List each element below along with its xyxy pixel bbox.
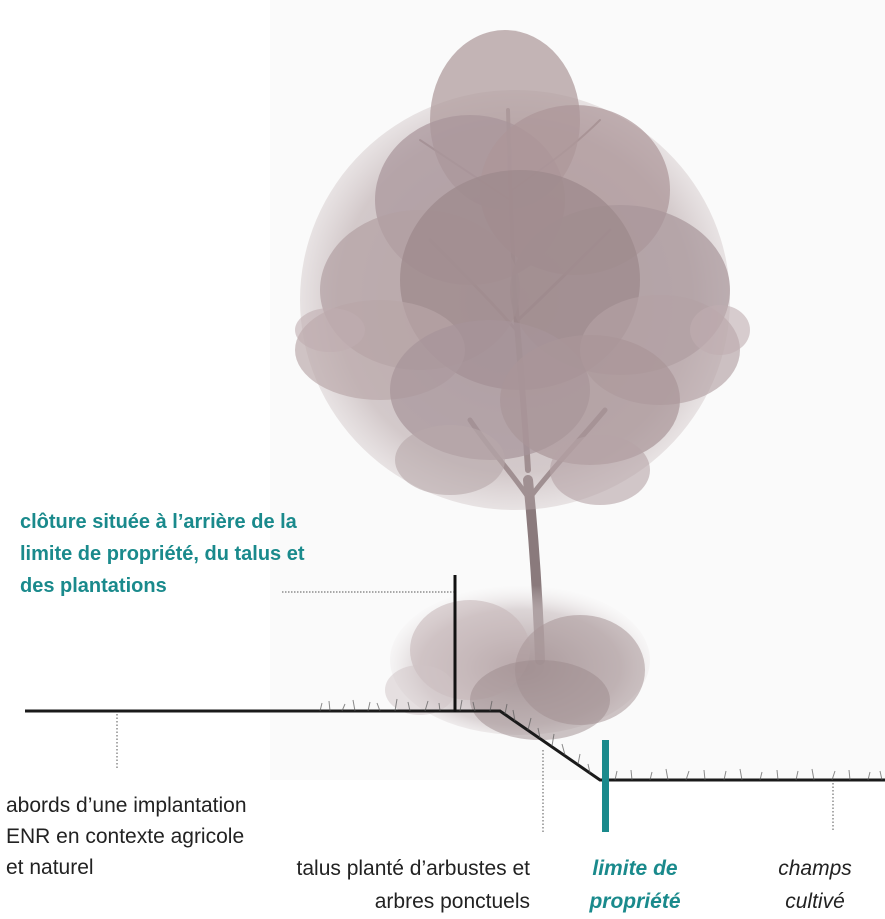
- talus-label: talus planté d’arbustes et arbres ponctu…: [296, 857, 530, 913]
- abords-label: abords d’une implantation ENR en context…: [6, 794, 247, 879]
- leader-lines: [116, 714, 834, 832]
- ground-profile: [25, 709, 885, 782]
- property-limit-marker: [602, 740, 609, 832]
- fields-label: champs cultivé: [778, 857, 852, 913]
- grass: [319, 698, 883, 781]
- property-limit-label: limite de propriété: [589, 857, 681, 913]
- fence-callout-label: clôture située à l’arrière de la limite …: [20, 511, 305, 597]
- tree-crown: [295, 30, 750, 510]
